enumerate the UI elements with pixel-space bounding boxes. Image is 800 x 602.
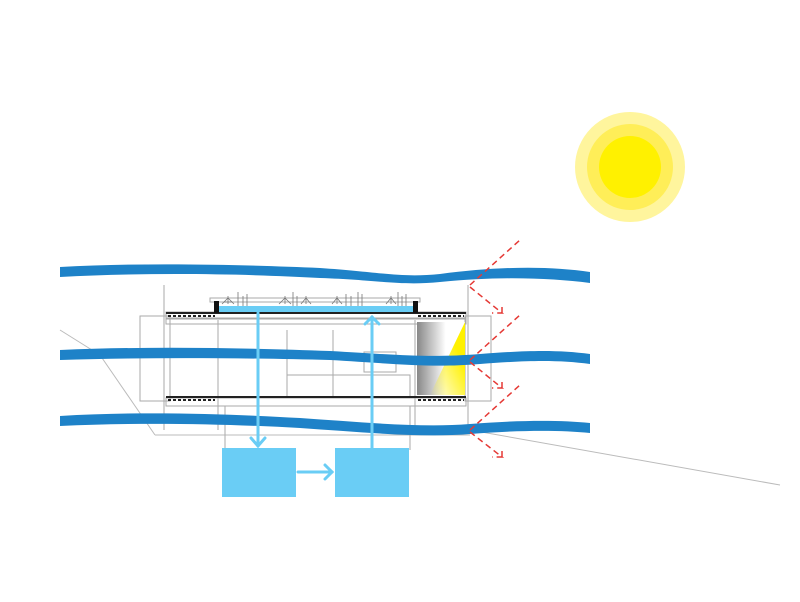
water-tank-icon bbox=[222, 448, 296, 497]
slabs bbox=[166, 301, 466, 401]
plant-icon bbox=[221, 292, 407, 306]
sun-rays bbox=[469, 239, 521, 458]
sun-icon bbox=[575, 112, 685, 222]
roof-water-pool bbox=[219, 306, 413, 312]
wind-wave-icon bbox=[60, 264, 590, 436]
arrow-icon bbox=[249, 311, 381, 481]
building-section bbox=[139, 285, 492, 450]
water-tank-icon bbox=[335, 448, 409, 497]
